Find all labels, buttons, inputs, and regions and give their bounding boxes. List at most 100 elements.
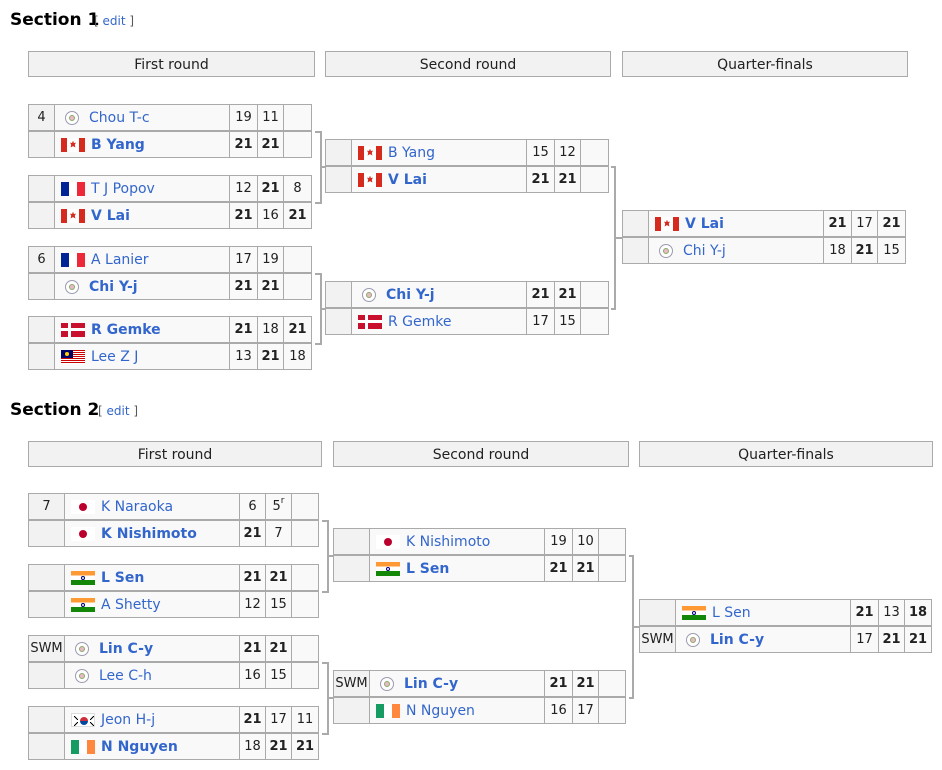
score-cell: 21 (544, 670, 573, 697)
player-name-link[interactable]: T J Popov (91, 180, 155, 197)
score-cell: 15 (554, 308, 581, 335)
player-name-link[interactable]: Chi Y-j (89, 278, 138, 295)
score-cell: 17 (851, 210, 878, 237)
score-cell: 21 (257, 343, 284, 370)
player-cell: Lee Z J (54, 343, 230, 370)
player-cell: A Shetty (64, 591, 240, 618)
player-name-link[interactable]: Lee C-h (99, 667, 152, 684)
player-name-link[interactable]: N Nguyen (101, 738, 178, 755)
player-name-link[interactable]: V Lai (91, 207, 130, 224)
player-cell: Chi Y-j (54, 273, 230, 300)
player-name-link[interactable]: L Sen (712, 604, 751, 621)
player-cell: R Gemke (54, 316, 230, 343)
seed-cell (325, 281, 352, 308)
section-1-edit: [ edit ] (94, 14, 135, 28)
seed-cell (639, 599, 676, 626)
score-cell: 19 (257, 246, 284, 273)
player-name-link[interactable]: R Gemke (388, 313, 452, 330)
score-cell: 12 (239, 591, 266, 618)
bracket-connector (327, 555, 333, 557)
can-flag-icon (655, 216, 679, 231)
bracket-connector (315, 343, 320, 345)
player-name-link[interactable]: A Lanier (91, 251, 149, 268)
score-cell: 17 (265, 706, 292, 733)
can-flag-icon (358, 145, 382, 160)
score-cell: 21 (229, 202, 258, 229)
score-cell (598, 670, 626, 697)
bracket-connector (322, 520, 327, 522)
player-cell: K Nishimoto (369, 528, 545, 555)
player-name-link[interactable]: A Shetty (101, 596, 161, 613)
player-cell: Chou T-c (54, 104, 230, 131)
seed-cell (28, 662, 65, 689)
bracket-connector (315, 273, 320, 275)
score-cell: 19 (544, 528, 573, 555)
player-name-link[interactable]: L Sen (101, 569, 145, 586)
player-name-link[interactable]: Lin C-y (710, 631, 765, 648)
score-cell: 19 (229, 104, 258, 131)
round-header-2: Second round (325, 51, 611, 77)
player-name-link[interactable]: Lee Z J (91, 348, 139, 365)
den-flag-icon (358, 314, 382, 329)
score-cell: 21 (851, 237, 878, 264)
score-cell: 16 (544, 697, 573, 724)
player-name-link[interactable]: V Lai (388, 171, 427, 188)
bracket-connector (322, 662, 327, 664)
player-cell: V Lai (648, 210, 824, 237)
round-header-1: First round (28, 441, 322, 467)
score-cell: 21 (239, 520, 266, 547)
section-1-edit-link[interactable]: edit (102, 14, 126, 28)
score-cell: 15 (265, 591, 292, 618)
bracket-connector (614, 237, 622, 239)
player-name-link[interactable]: K Nishimoto (406, 533, 491, 550)
player-cell: Lin C-y (369, 670, 545, 697)
player-cell: V Lai (54, 202, 230, 229)
score-cell: 21 (823, 210, 852, 237)
seed-cell (28, 591, 65, 618)
section-1-title: Section 1 (10, 10, 100, 30)
player-name-link[interactable]: B Yang (91, 136, 145, 153)
player-cell: A Lanier (54, 246, 230, 273)
player-name-link[interactable]: R Gemke (91, 321, 161, 338)
player-name-link[interactable]: B Yang (388, 144, 436, 161)
player-name-link[interactable]: K Naraoka (101, 498, 174, 515)
bracket-connector (611, 166, 614, 168)
score-cell: 21 (229, 316, 258, 343)
score-cell: 21 (544, 555, 573, 582)
player-name-link[interactable]: K Nishimoto (101, 525, 197, 542)
player-name-link[interactable]: Chi Y-j (386, 286, 435, 303)
player-name-link[interactable]: Lin C-y (99, 640, 154, 657)
score-cell: 21 (229, 131, 258, 158)
section-2-edit-link[interactable]: edit (106, 404, 130, 418)
bracket-connector (632, 626, 639, 628)
player-name-link[interactable]: V Lai (685, 215, 724, 232)
player-cell: L Sen (369, 555, 545, 582)
score-cell (291, 662, 319, 689)
player-name-link[interactable]: Chou T-c (89, 109, 150, 126)
score-cell (283, 131, 312, 158)
seed-cell (28, 175, 55, 202)
can-flag-icon (61, 208, 85, 223)
player-name-link[interactable]: Jeon H-j (101, 711, 156, 728)
score-cell: 15 (877, 237, 906, 264)
score-cell: 21 (265, 564, 292, 591)
player-name-link[interactable]: L Sen (406, 560, 450, 577)
irl-flag-icon (376, 703, 400, 718)
seed-cell (325, 166, 352, 193)
score-cell: 15 (526, 139, 555, 166)
player-name-link[interactable]: Lin C-y (404, 675, 459, 692)
player-name-link[interactable]: Chi Y-j (683, 242, 726, 259)
player-name-link[interactable]: N Nguyen (406, 702, 475, 719)
jpn-flag-icon (71, 499, 95, 514)
score-cell: 21 (257, 273, 284, 300)
score-cell: 21 (526, 281, 555, 308)
score-cell: 18 (823, 237, 852, 264)
